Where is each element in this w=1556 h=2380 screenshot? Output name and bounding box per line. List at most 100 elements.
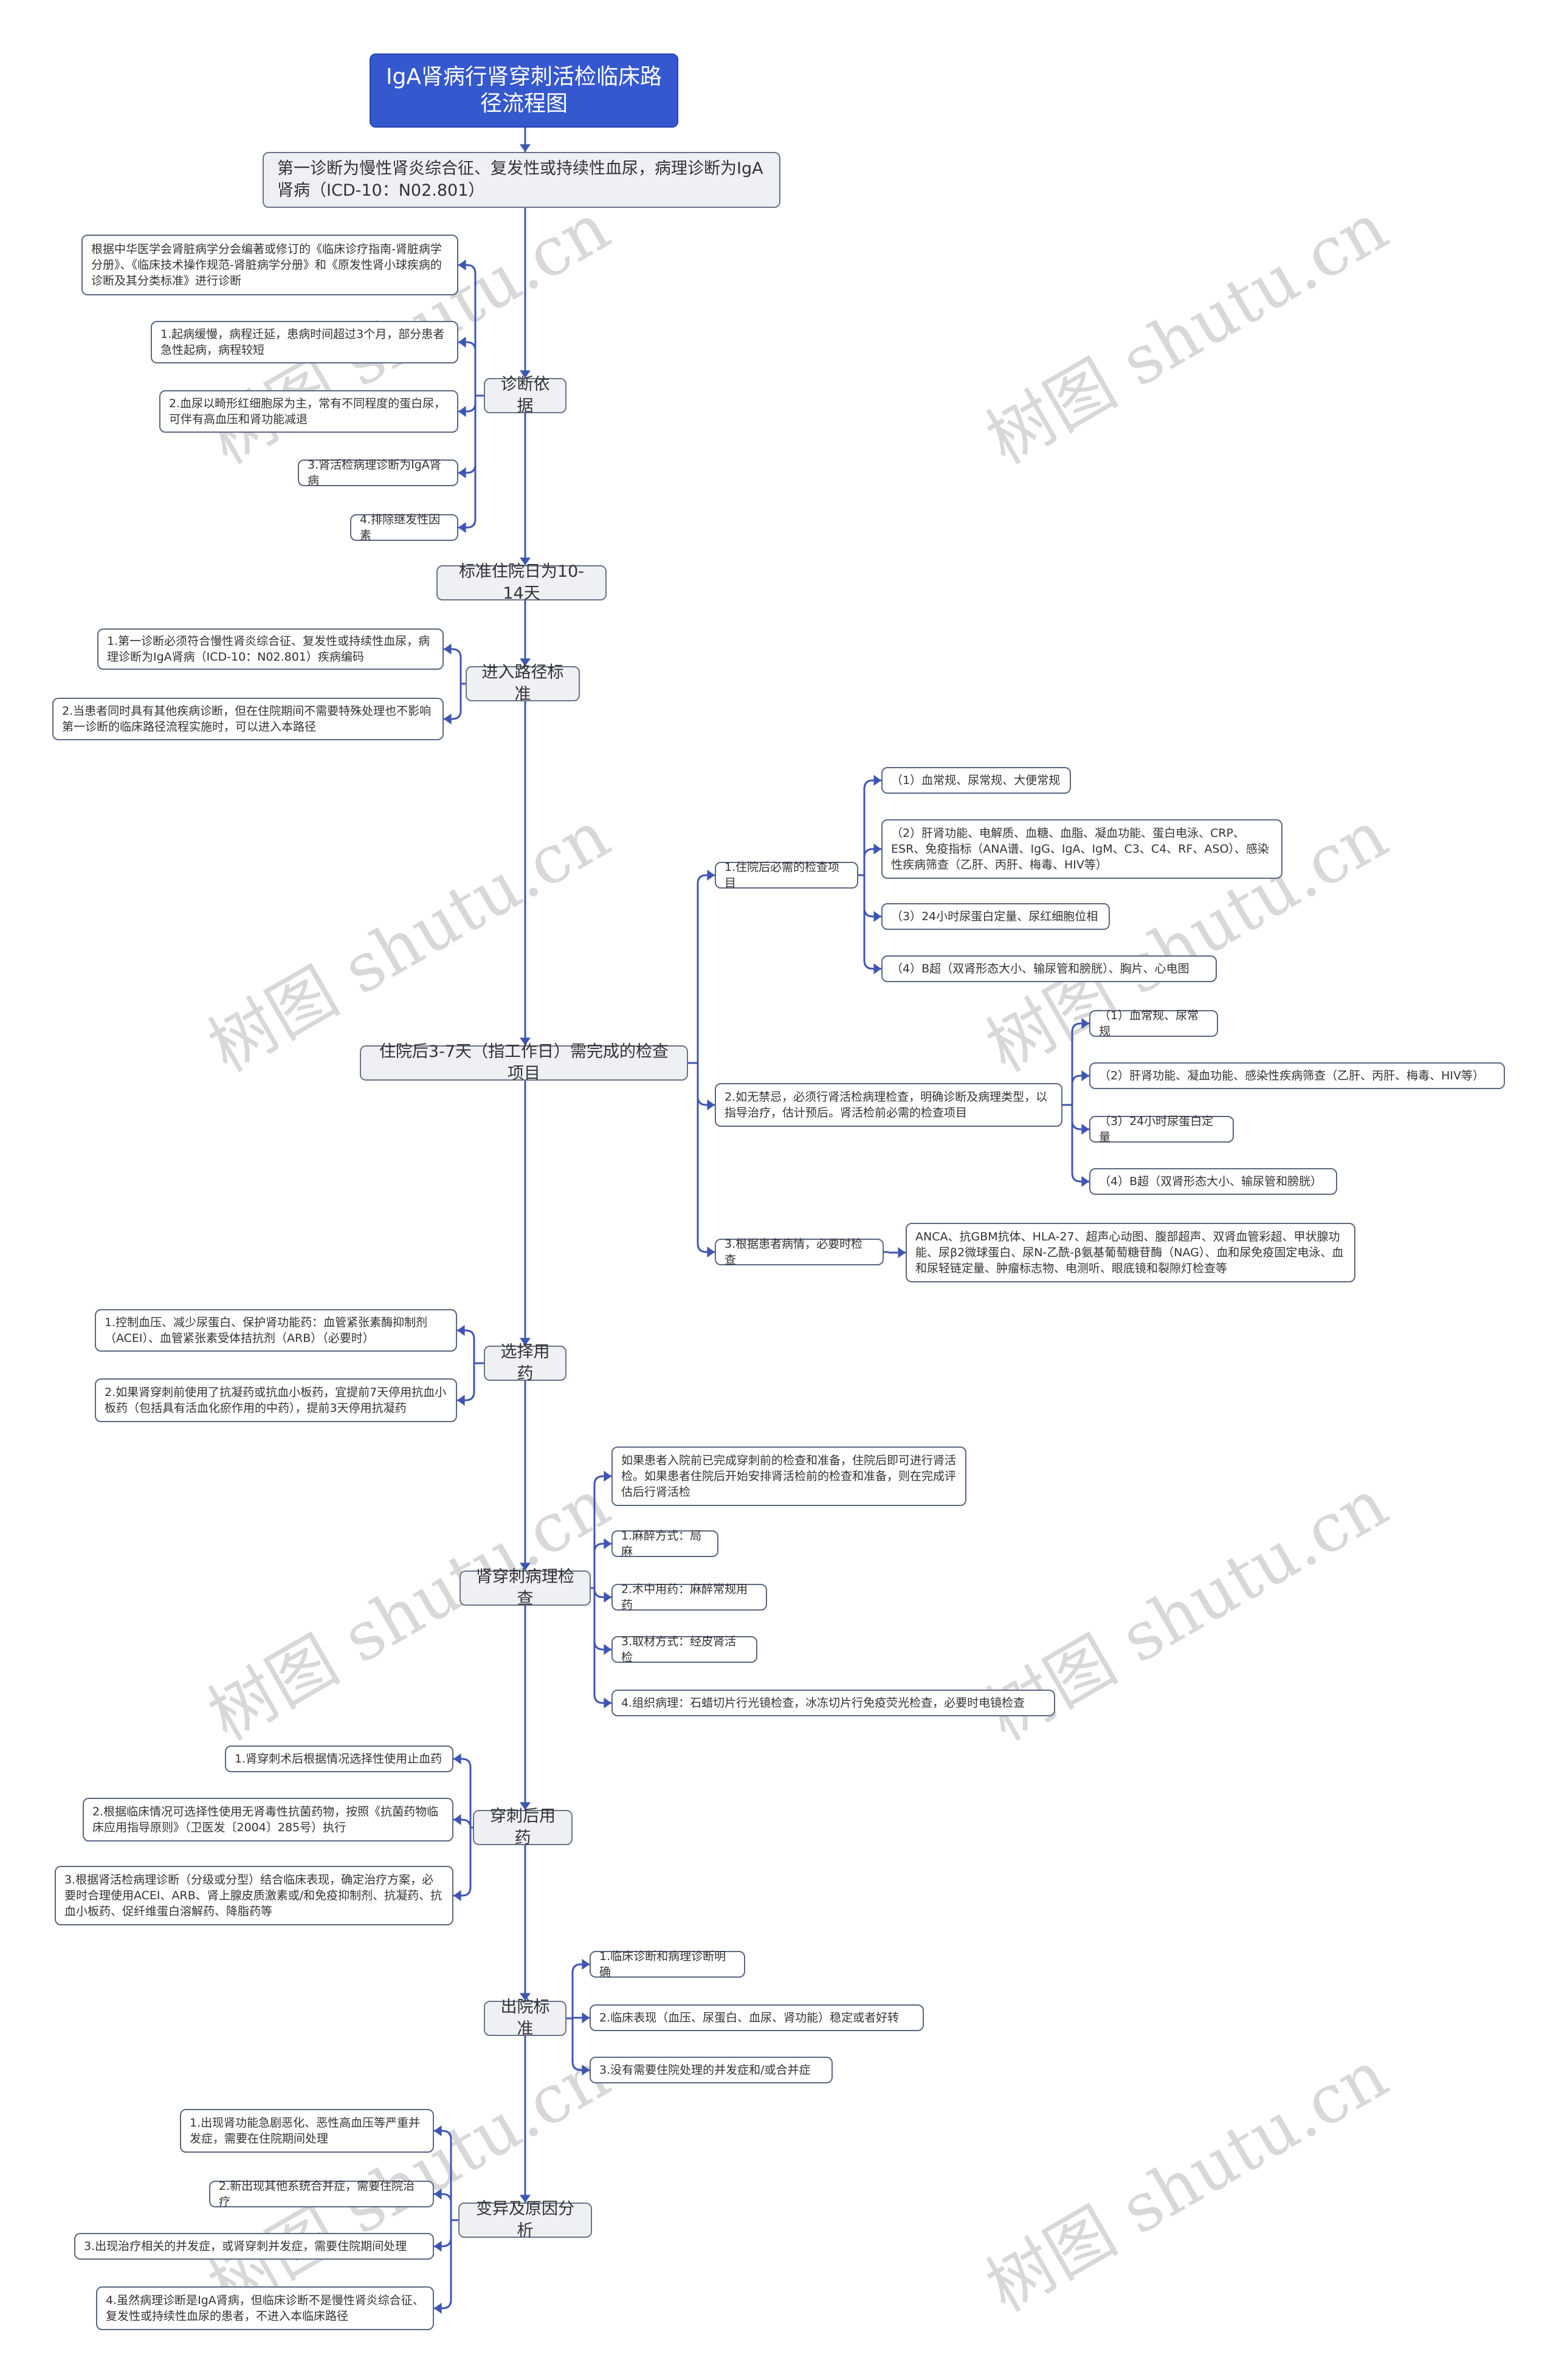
branch-arrow (458, 406, 466, 417)
entry-criteria-item: 2.当患者同时具有其他疾病诊断，但在住院期间不需要特殊处理也不影响第一诊断的临床… (52, 698, 444, 740)
spine-arrow (520, 1802, 531, 1810)
branch-arrow (604, 1471, 611, 1482)
exam-item: ANCA、抗GBM抗体、HLA-27、超声心动图、腹部超声、双肾血管彩超、甲状腺… (906, 1223, 1355, 1282)
branch-arrow (458, 522, 466, 533)
spine-arrow (520, 144, 531, 152)
branch-arrow (707, 1099, 715, 1110)
spine-arrow (520, 370, 531, 378)
medication-node: 选择用药 (484, 1343, 566, 1383)
branch-arrow (604, 1697, 611, 1708)
branch-line (434, 2220, 452, 2248)
branch-line (1071, 1105, 1089, 1130)
variation-item: 1.出现肾功能急剧恶化、恶性高血压等严重并发症，需要在住院期间处理 (180, 2109, 434, 2153)
exam-item: （4）B超（双肾形态大小、输尿管和膀胱） (1089, 1168, 1337, 1195)
diagnosis-basis-item: 4.排除继发性因素 (350, 513, 458, 542)
first-diagnosis-node: 第一诊断为慢性肾炎综合征、复发性或持续性血尿，病理诊断为IgA肾病（ICD-10… (263, 152, 780, 208)
branch-arrow (582, 1959, 590, 1970)
biopsy-item: 2.术中用药：麻醉常规用药 (611, 1583, 767, 1612)
branch-arrow (458, 467, 466, 478)
branch-arrow (1081, 1176, 1089, 1187)
branch-line (458, 396, 477, 413)
branch-arrow (873, 911, 881, 922)
branch-line (1071, 1075, 1089, 1105)
spine-arrow (520, 1037, 531, 1045)
branch-arrow (873, 963, 881, 974)
branch-arrow (457, 1395, 465, 1406)
entry-criteria-item: 1.第一诊断必须符合慢性肾炎综合征、复发性或持续性血尿，病理诊断为IgA肾病（I… (97, 628, 444, 670)
branch-arrow (434, 2303, 442, 2314)
branch-line (593, 1475, 611, 1588)
variation-item: 4.虽然病理诊断是IgA肾病，但临床诊断不是慢性肾炎综合征、复发性或持续性血尿的… (96, 2286, 434, 2330)
branch-line (453, 1828, 472, 1897)
branch-line (697, 1063, 715, 1253)
branch-arrow (444, 644, 452, 655)
exam-item: （2）肝肾功能、凝血功能、感染性疾病筛查（乙肝、丙肝、梅毒、HIV等） (1089, 1062, 1505, 1089)
spine-arrow (520, 658, 531, 666)
branch-line (458, 396, 477, 529)
branch-arrow (434, 2241, 442, 2252)
branch-line (697, 874, 715, 1063)
branch-line (863, 875, 881, 918)
diagnosis-basis-item: 1.起病缓慢，病程迁延，患病时间超过3个月，部分患者急性起病，病程较短 (151, 321, 458, 363)
flowchart-title: IgA肾病行肾穿刺活检临床路径流程图 (370, 53, 678, 128)
biopsy-item: 1.麻醉方式：局麻 (611, 1529, 718, 1558)
branch-line (863, 779, 881, 875)
entry-criteria-node: 进入路径标准 (466, 663, 580, 704)
branch-line (457, 1363, 475, 1402)
exam-item: （3）24小时尿蛋白定量 (1089, 1115, 1234, 1144)
discharge-criteria-node: 出院标准 (484, 1998, 566, 2038)
medication-item: 1.控制血压、减少尿蛋白、保护肾功能药：血管紧张素酶抑制剂（ACEI）、血管紧张… (95, 1309, 457, 1352)
branch-arrow (1081, 1124, 1089, 1135)
branch-arrow (707, 870, 715, 881)
spine-arrow (520, 2195, 531, 2203)
branch-arrow (453, 1814, 461, 1825)
branch-arrow (458, 337, 466, 348)
branch-line (863, 848, 881, 875)
branch-arrow (434, 2189, 442, 2199)
branch-line (458, 264, 477, 396)
branch-line (453, 1758, 472, 1828)
branch-arrow (873, 775, 881, 786)
branch-line (863, 875, 881, 970)
branch-arrow (604, 1538, 611, 1549)
spine-arrow (520, 557, 531, 565)
branch-arrow (898, 1247, 906, 1258)
branch-line (1071, 1022, 1089, 1105)
branch-arrow (434, 2125, 442, 2136)
medication-item: 2.如果肾穿刺前使用了抗凝药或抗血小板药，宜提前7天停用抗血小板药（包括具有活血… (95, 1378, 457, 1422)
branch-arrow (453, 1890, 461, 1901)
standard-stay-node: 标准住院日为10-14天 (436, 562, 607, 603)
variation-item: 2.新出现其他系统合并症，需要住院治疗 (209, 2179, 434, 2209)
branch-line (444, 648, 462, 684)
exam-item: （2）肝肾功能、电解质、血糖、血脂、凝血功能、蛋白电泳、CRP、ESR、免疫指标… (881, 819, 1282, 879)
branch-line (444, 684, 462, 720)
post-medication-item: 1.肾穿刺术后根据情况选择性使用止血药 (225, 1745, 453, 1772)
branch-line (593, 1588, 611, 1704)
branch-arrow (873, 844, 881, 855)
branch-line (434, 2193, 452, 2220)
branch-line (571, 2018, 590, 2071)
exam-item: （1）血常规、尿常规 (1089, 1009, 1218, 1038)
branch-line (593, 1543, 611, 1588)
post-medication-item: 3.根据肾活检病理诊断（分级或分型）结合临床表现，确定治疗方案，必要时合理使用A… (55, 1866, 453, 1925)
branch-arrow (457, 1325, 465, 1336)
biopsy-item: 3.取材方式：经皮肾活检 (611, 1635, 757, 1664)
branch-arrow (1081, 1070, 1089, 1081)
discharge-item: 1.临床诊断和病理诊断明确 (590, 1950, 745, 1979)
exam-item: （3）24小时尿蛋白定量、尿红细胞位相 (881, 903, 1110, 930)
branch-line (458, 341, 477, 396)
branch-line (571, 1963, 590, 2018)
biopsy-item: 如果患者入院前已完成穿刺前的检查和准备，住院后即可进行肾活检。如果患者住院后开始… (611, 1446, 966, 1506)
diagnosis-basis-item: 根据中华医学会肾脏病学分会编著或修订的《临床诊疗指南-肾脏病学分册》、《临床技术… (81, 235, 458, 295)
discharge-item: 3.没有需要住院处理的并发症和/或合并症 (590, 2057, 833, 2083)
exam-items-node: 住院后3-7天（指工作日）需完成的检查项目 (360, 1042, 688, 1083)
branch-arrow (582, 2065, 590, 2076)
diagnosis-basis-item: 3.肾活检病理诊断为IgA肾病 (298, 458, 458, 487)
diagnosis-basis-node: 诊断依据 (484, 375, 566, 416)
exam-group-optional: 3.根据患者病情，必要时检查 (715, 1237, 884, 1267)
exam-group-biopsy-prep: 2.如无禁忌，必须行肾活检病理检查，明确诊断及病理类型，以指导治疗，估计预后。肾… (715, 1083, 1062, 1127)
spine-arrow (520, 1563, 531, 1570)
branch-arrow (458, 260, 466, 270)
branch-line (434, 2220, 452, 2309)
